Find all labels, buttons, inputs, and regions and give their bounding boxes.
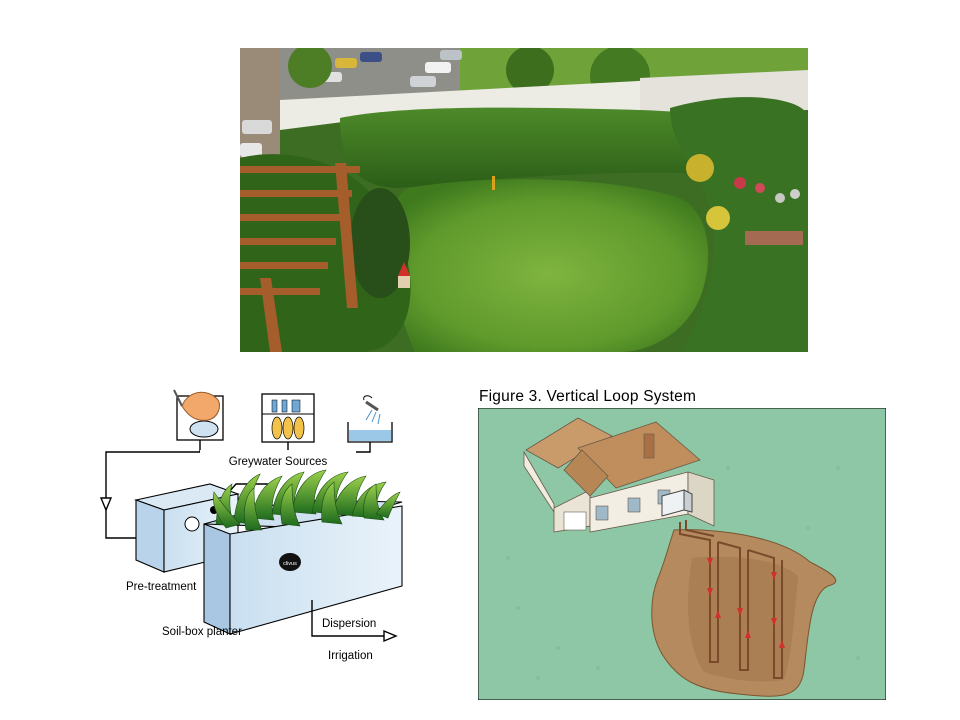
vertical-loop-diagram <box>478 408 886 700</box>
shower-source <box>347 395 393 443</box>
dishwasher-source <box>261 393 315 443</box>
garden-bench <box>745 231 803 245</box>
hedge <box>340 107 760 188</box>
outflow-pipes <box>311 600 398 643</box>
washing-machine-source <box>173 389 224 441</box>
street-tree <box>506 48 554 94</box>
pergola <box>240 163 360 352</box>
figure-title: Figure 3. Vertical Loop System <box>479 388 697 405</box>
flower-clusters <box>686 154 800 230</box>
conifer <box>350 188 410 298</box>
planter-label: Soil-box planter <box>162 626 242 638</box>
planter-plants <box>213 469 401 531</box>
dispersion-label: Dispersion <box>322 618 376 630</box>
earth-cutaway-shade <box>688 556 798 682</box>
ground-texture <box>506 466 860 680</box>
pretreatment-label: Pre-treatment <box>126 581 197 593</box>
garden-gnome <box>398 262 410 288</box>
brand-badge: clivus <box>283 561 297 567</box>
house <box>523 417 715 533</box>
rooftop-garden-photo <box>240 48 808 352</box>
sources-label: Greywater Sources <box>229 456 328 468</box>
building-left <box>240 48 280 158</box>
heat-pump-unit <box>661 489 693 517</box>
sources-label-bg <box>200 450 356 468</box>
irrigation-label: Irrigation <box>328 650 373 662</box>
lawn <box>390 179 709 352</box>
soil-box-planter <box>203 469 403 635</box>
flow-arrows <box>707 558 785 648</box>
greywater-diagram: Greywater Sources Pre-treatment <box>99 389 403 662</box>
street-tree <box>288 48 332 88</box>
sprinkler <box>492 176 495 190</box>
